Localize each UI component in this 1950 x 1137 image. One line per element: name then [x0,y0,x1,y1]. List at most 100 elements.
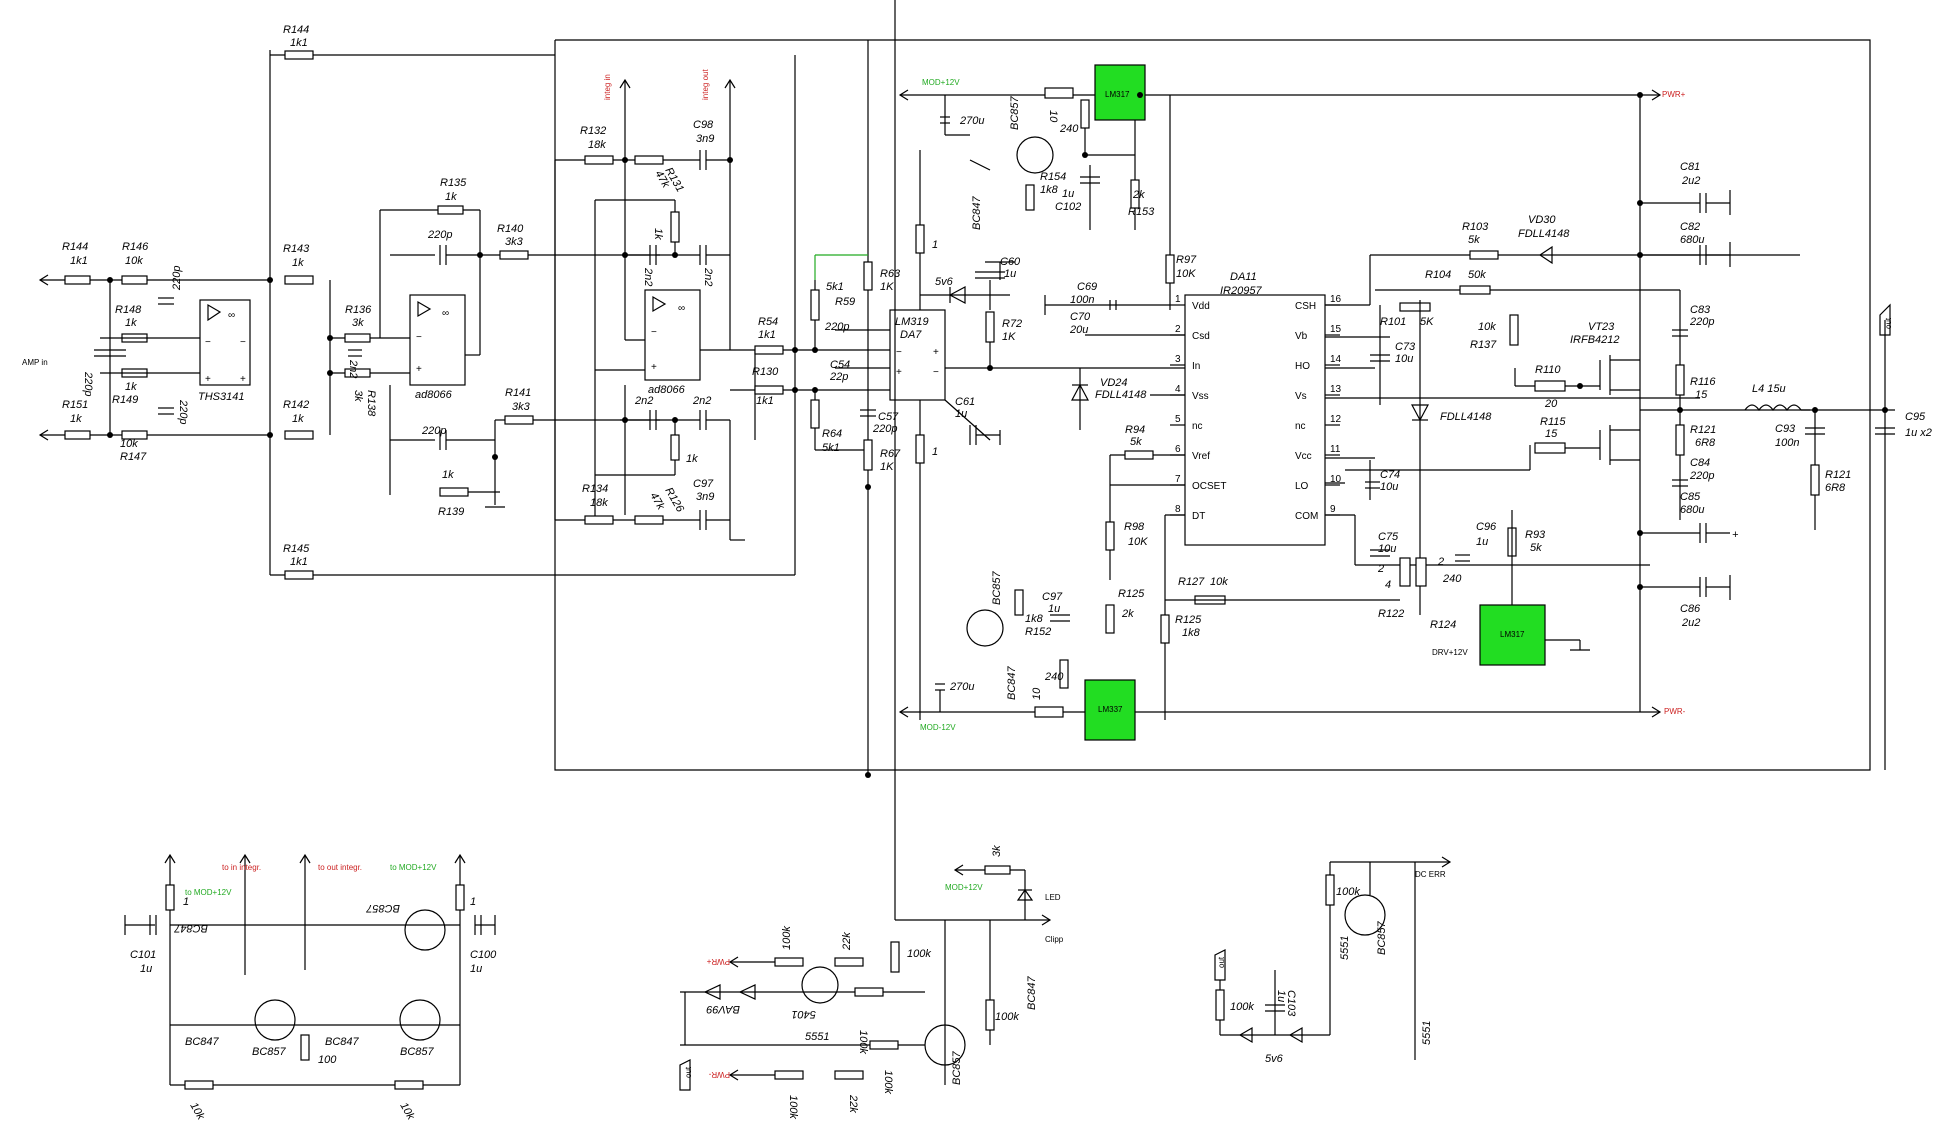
pin-number-right: 14 [1330,354,1342,365]
val-C86: 2u2 [1681,617,1700,629]
resistor-10k-a [184,1080,214,1090]
cap-220p-label-2: 220p [171,266,183,291]
led-label: LED [1045,893,1061,902]
ref-C73: C73 [1395,341,1416,353]
resistor-R153 [1130,179,1140,209]
ref-R64: R64 [822,428,842,440]
label-22k-a: 22k [841,932,853,951]
fdll4148-label-3: FDLL4148 [1440,411,1492,423]
svg-text:−: − [240,337,246,348]
positive-regulator: MOD+12V 270u 10 BC857 BC847 LM317 PWR+ 2… [898,64,1686,230]
val-R130: 1k1 [756,395,774,407]
val-R98: 10k [1210,576,1228,588]
svg-text:∞: ∞ [442,308,449,319]
resistor-R67 [863,439,873,471]
val-R147: 10k [120,438,138,450]
ref-C69: C69 [1077,281,1097,293]
lm317-label-top: LM317 [1105,90,1130,99]
bc857-label-bottom: BC857 [991,570,1003,605]
val-R134: 18k [590,497,608,509]
frame-wires [269,39,1871,778]
da7-label: DA7 [900,329,922,341]
resistor-R142 [284,430,314,440]
resistor-R150 [64,275,91,285]
bc847-label-bottom: BC847 [1006,665,1018,700]
label-10-top: 10 [1047,110,1059,123]
ref-R141: R141 [505,387,531,399]
dc-err-label: DC ERR [1415,870,1446,879]
ref-C81: C81 [1680,161,1700,173]
cap-2n2-c: 2n2 [634,395,653,407]
ths3141-label: THS3141 [198,391,244,403]
val-C60: 1u [1004,268,1016,280]
val-C97-b: 1u [1048,603,1060,615]
ref-R115: R116 [1690,376,1716,388]
cap-220p-label-5: 220p [421,425,446,437]
val-R140: 3k3 [505,236,524,248]
cap-220p-label-4: 220p [427,229,452,241]
val-R54: 1k1 [758,329,776,341]
pin-name-right: Vcc [1295,451,1312,462]
val-R138: 3k [352,390,364,402]
driver-ic: DA11 IR20957 1Vdd2Csd3In4Vss5nc6Vref7OCS… [1044,95,1800,720]
pin-number-left: 2 [1175,324,1181,335]
val-C103: 1u [1275,990,1287,1002]
cap-2n2-a: 2n2 [642,267,654,286]
resistor-R103 [1469,250,1499,260]
comparator-LM319 [889,309,946,401]
5401-label: 5401 [792,1008,816,1020]
ref-R154: R154 [1040,171,1066,183]
label-100: 100 [318,1054,337,1066]
val-C61: 1u [955,408,967,420]
resistor-22k-a [834,957,864,967]
val-R67: 1K [880,461,894,473]
resistor-R137 [1509,314,1519,346]
val-R146: 10k [125,255,143,267]
ref-C102: C102 [1055,201,1081,213]
ref-R63: R63 [880,268,901,280]
resistor-R131 [634,155,664,165]
ref-C57: C57 [878,411,899,423]
resistor-R93 [1124,450,1154,460]
resistor-R126 [634,515,664,525]
resistor-R143 [284,275,314,285]
ad8066-label-2: ad8066 [648,384,686,396]
val-C96: 1u [1476,536,1488,548]
val-C81: 2u2 [1681,175,1700,187]
val-R137: 10k [1478,321,1496,333]
val-C82: 680u [1680,234,1704,246]
5551-label-dc-a: 5551 [1339,936,1351,960]
ref-C60: C60 [1000,256,1021,268]
pin-name-left: nc [1192,421,1203,432]
label-1-left: 1 [183,896,189,908]
ref-R93: R94 [1125,424,1145,436]
svg-text:+: + [896,367,902,378]
val-R110: 15 [1545,428,1558,440]
val-R116: 6R8 [1695,437,1716,449]
resistor-R104 [1459,285,1491,295]
ref-R94: R98 [1124,521,1145,533]
ref-R144: R144 [283,24,309,36]
to-mod-label: to MOD+12V [390,863,437,872]
ref-R54: R54 [758,316,778,328]
cap-2n2-label: 2n2 [347,359,359,378]
ref-R97: R97 [1176,254,1197,266]
resistor-100k-b [985,999,995,1031]
pwr-plus-label: PWR+ [1662,90,1686,99]
label-1-top: 1 [932,239,938,251]
c270-label-bottom: 270u [949,681,974,693]
resistor-R136 [344,333,371,343]
vd24-label: VD24 [1100,377,1128,389]
transistor-BC857-d [404,909,446,951]
svg-text:−: − [896,347,902,358]
pin-name-right: COM [1295,511,1318,522]
ref-R130: R130 [752,366,779,378]
resistor-10k-b [394,1080,424,1090]
val-R135: 1k [445,191,457,203]
inductor-L4 [1744,404,1802,412]
pin-name-left: OCSET [1192,481,1226,492]
resistor-240-top [1080,99,1090,129]
ref-C98: C98 [693,119,714,131]
ref-C61: C61 [955,396,975,408]
ref-C97: C97 [693,478,714,490]
